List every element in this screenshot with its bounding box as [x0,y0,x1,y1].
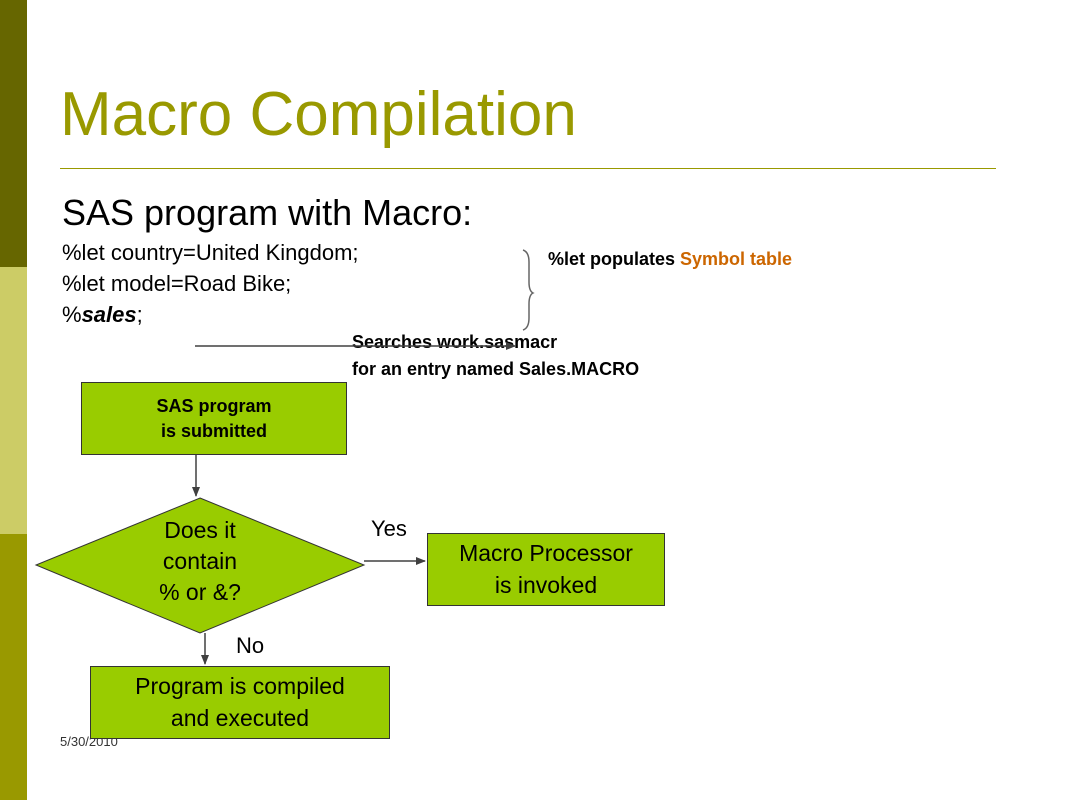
yes-label: Yes [371,516,407,541]
slide-title: Macro Compilation [60,80,577,149]
decision-line-1: Does it [164,517,236,543]
decision-diamond [34,497,366,634]
code-line-1: %let country=United Kingdom; [62,240,359,265]
slide-subtitle: SAS program with Macro: [62,192,473,233]
macro-name: sales [81,302,137,327]
symbol-table-highlight: Symbol table [680,249,793,269]
search-note: Searches work.sasmacr for an entry named… [352,329,639,383]
decision-line-2: contain [162,548,238,575]
code-line-3-suffix: ; [136,302,143,327]
compiled-line-1: Program is compiled [135,673,345,700]
decision-line-3: % or &? [159,579,241,606]
macro-line-1: Macro Processor [459,540,633,567]
search-note-line-1: Searches work.sasmacr [352,332,558,352]
let-note: %let populates Symbol table [548,249,792,270]
code-line-3: %sales; [62,304,143,326]
program-compiled-box: Program is compiled and executed [90,666,390,739]
decision-text: Does it contain % or &? [130,515,270,608]
side-bar-middle [0,267,27,534]
macro-processor-box: Macro Processor is invoked [427,533,665,606]
brace [522,249,535,331]
let-note-text: %let populates [548,249,681,269]
compiled-line-2: and executed [170,704,310,731]
code-line-2: %let model=Road Bike; [62,271,292,296]
title-divider [60,168,996,169]
macro-line-2: is invoked [494,571,598,598]
side-bar-top [0,0,27,267]
submitted-line-2: is submitted [160,420,267,441]
search-note-line-2: for an entry named Sales.MACRO [352,359,640,379]
submitted-line-1: SAS program [156,396,272,417]
side-bar-bottom [0,534,27,800]
no-label: No [236,633,265,658]
code-line-3-prefix: % [62,302,82,327]
sas-program-submitted-box: SAS program is submitted [81,382,347,455]
